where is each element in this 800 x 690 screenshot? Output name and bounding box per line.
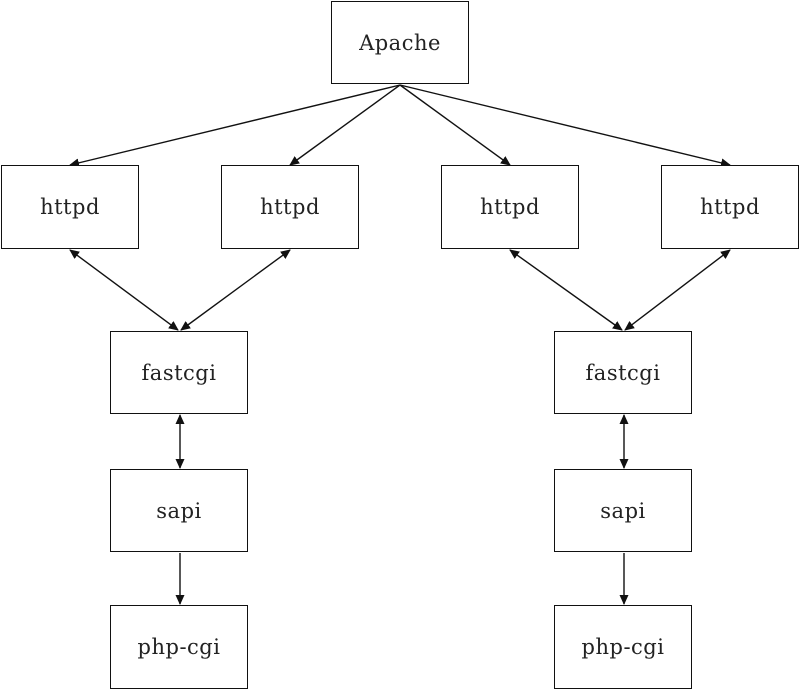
edge-apache-httpd-3 xyxy=(399,84,511,166)
edge-httpd-4-fastcgi-right xyxy=(624,249,731,331)
edge-apache-httpd-2 xyxy=(289,84,401,166)
fastcgi-node-left: fastcgi xyxy=(110,331,248,414)
edge-httpd-3-fastcgi-right xyxy=(509,249,623,331)
edge-httpd-1-fastcgi-left xyxy=(69,249,179,331)
httpd-node-1: httpd xyxy=(1,165,139,249)
edge-apache-httpd-1 xyxy=(69,84,401,168)
httpd-node-2: httpd xyxy=(221,165,359,249)
httpd-node-4: httpd xyxy=(661,165,799,249)
fastcgi-node-right: fastcgi xyxy=(554,331,692,414)
edge-apache-httpd-4 xyxy=(399,84,731,168)
edge-httpd-2-fastcgi-left xyxy=(180,249,291,331)
sapi-node-left: sapi xyxy=(110,469,248,552)
httpd-node-3: httpd xyxy=(441,165,579,249)
sapi-node-right: sapi xyxy=(554,469,692,552)
apache-node: Apache xyxy=(331,1,469,84)
php-cgi-node-left: php-cgi xyxy=(110,605,248,689)
php-cgi-node-right: php-cgi xyxy=(554,605,692,689)
